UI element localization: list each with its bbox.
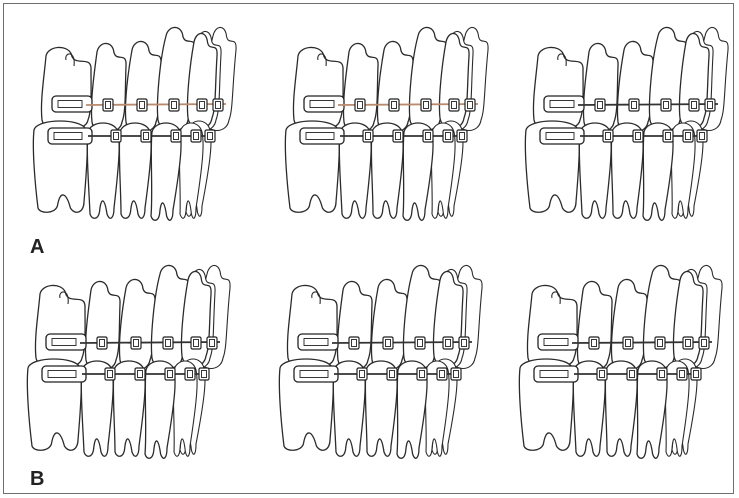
panel-a-view-center-upper-bracket-1 xyxy=(355,99,365,111)
panel-a-view-center-upper-bracket-4 xyxy=(449,99,459,111)
panel-b-view-right-upper-premolar-2 xyxy=(611,279,647,370)
panel-b-view-left-lower-bracket-4 xyxy=(185,368,195,380)
panel-a-view-left-lower-bracket-4 xyxy=(191,130,201,142)
panel-a-view-right-lower-bracket-3 xyxy=(663,130,673,142)
panel-a-view-center-lower-bracket-4 xyxy=(443,130,453,142)
panel-a-view-right xyxy=(525,27,728,220)
panel-a-view-left-upper-bracket-4 xyxy=(197,99,207,111)
panel-label-a: A xyxy=(30,236,44,259)
panel-b-view-right xyxy=(519,265,722,458)
panel-a-view-right-upper-bracket-5 xyxy=(705,99,715,111)
panel-b-view-center-lower-bracket-3 xyxy=(417,368,427,380)
panel-b-view-left-lower-molar-tube xyxy=(42,366,86,382)
panel-b-view-right-upper-premolar-1 xyxy=(577,281,612,370)
panel-b-view-left-lower-bracket-2 xyxy=(135,368,145,380)
panel-a-view-center xyxy=(285,27,488,220)
panel-b-view-left-lower-bracket-1 xyxy=(105,368,115,380)
panel-a-view-right-lower-bracket-1 xyxy=(603,130,613,142)
panel-b-view-right-lower-bracket-1 xyxy=(597,368,607,380)
panel-b-view-left-lower-bracket-3 xyxy=(165,368,175,380)
panel-a-view-left-lower-bracket-5 xyxy=(205,130,215,142)
panel-a-view-left-lower-bracket-2 xyxy=(141,130,151,142)
panel-a-view-right-lower-molar-tube xyxy=(540,128,584,144)
panel-b-view-left-upper-bracket-4 xyxy=(191,337,201,349)
panel-a-view-left-lower-bracket-3 xyxy=(171,130,181,142)
panel-a-view-right-upper-bracket-1 xyxy=(595,99,605,111)
panel-a-view-center-lower-bracket-1 xyxy=(363,130,373,142)
panel-a-view-left-lower-bracket-1 xyxy=(111,130,121,142)
panel-a-view-center-upper-bracket-5 xyxy=(465,99,475,111)
panel-b-view-center-lower-bracket-1 xyxy=(357,368,367,380)
panel-b-view-left-upper-premolar-1 xyxy=(85,281,120,370)
panel-b-view-left-upper-bracket-3 xyxy=(163,337,173,349)
panel-a-view-left-upper-premolar-1 xyxy=(91,43,126,132)
panel-b-view-center-upper-premolar-1 xyxy=(337,281,372,370)
panel-a-view-left-upper-bracket-2 xyxy=(137,99,147,111)
panel-a-view-left-upper-premolar-2 xyxy=(125,41,161,132)
panel-b-view-right-lower-bracket-3 xyxy=(657,368,667,380)
panel-a-view-center-lower-molar-tube xyxy=(300,128,344,144)
panel-a-view-right-upper-bracket-2 xyxy=(629,99,639,111)
panel-b-view-left-lower-bracket-5 xyxy=(199,368,209,380)
panel-a-view-center-upper-premolar-2 xyxy=(377,41,413,132)
panel-a-view-left-lower-molar-tube xyxy=(48,128,92,144)
panel-b-view-right-lower-bracket-2 xyxy=(627,368,637,380)
panel-b-view-center-lower-bracket-4 xyxy=(437,368,447,380)
panel-b-view-left-upper-bracket-5 xyxy=(207,337,217,349)
panel-a-view-center-lower-bracket-5 xyxy=(457,130,467,142)
panel-a-view-left-upper-bracket-5 xyxy=(213,99,223,111)
panel-a-view-right-upper-bracket-3 xyxy=(661,99,671,111)
panel-b-view-center-lower-bracket-2 xyxy=(387,368,397,380)
panel-b-view-center-upper-premolar-2 xyxy=(371,279,407,370)
panel-b-view-left xyxy=(27,265,230,458)
panel-a-view-left xyxy=(33,27,236,220)
panel-b-view-center-upper-bracket-5 xyxy=(459,337,469,349)
panel-b-view-right-upper-bracket-2 xyxy=(623,337,633,349)
panel-b-view-center-upper-bracket-3 xyxy=(415,337,425,349)
panel-b-view-right-upper-bracket-4 xyxy=(683,337,693,349)
panel-a-view-right-upper-bracket-4 xyxy=(689,99,699,111)
panel-b-view-left-upper-bracket-1 xyxy=(97,337,107,349)
panel-a-view-center-upper-premolar-1 xyxy=(343,43,378,132)
panel-b-view-right-lower-bracket-4 xyxy=(677,368,687,380)
panel-a-view-right-upper-premolar-2 xyxy=(617,41,653,132)
panel-b-view-center-upper-bracket-1 xyxy=(349,337,359,349)
panel-a-view-center-lower-bracket-3 xyxy=(423,130,433,142)
panel-b-view-right-upper-bracket-1 xyxy=(589,337,599,349)
panel-b-view-center-lower-bracket-5 xyxy=(451,368,461,380)
panel-b-view-right-upper-bracket-3 xyxy=(655,337,665,349)
panel-a-view-left-upper-bracket-3 xyxy=(169,99,179,111)
panel-b-view-center-lower-molar-tube xyxy=(294,366,338,382)
panel-a-view-center-upper-bracket-3 xyxy=(421,99,431,111)
panel-b-view-center-upper-bracket-4 xyxy=(443,337,453,349)
panel-b-view-right-lower-bracket-5 xyxy=(691,368,701,380)
panel-b-view-left-upper-premolar-2 xyxy=(119,279,155,370)
panel-a-view-right-lower-bracket-2 xyxy=(633,130,643,142)
panel-a-view-center-lower-bracket-2 xyxy=(393,130,403,142)
panel-a-view-center-upper-bracket-2 xyxy=(389,99,399,111)
panel-b-view-left-upper-bracket-2 xyxy=(131,337,141,349)
panel-a-view-right-upper-premolar-1 xyxy=(583,43,618,132)
panel-b-view-right-upper-bracket-5 xyxy=(699,337,709,349)
panel-a-view-left-upper-bracket-1 xyxy=(103,99,113,111)
panel-b-view-center-upper-bracket-2 xyxy=(383,337,393,349)
panel-b-view-right-lower-molar-tube xyxy=(534,366,578,382)
panel-a-view-right-lower-bracket-5 xyxy=(697,130,707,142)
panel-a-view-right-lower-bracket-4 xyxy=(683,130,693,142)
panel-b-view-center xyxy=(279,265,482,458)
panel-label-b: B xyxy=(30,468,44,491)
